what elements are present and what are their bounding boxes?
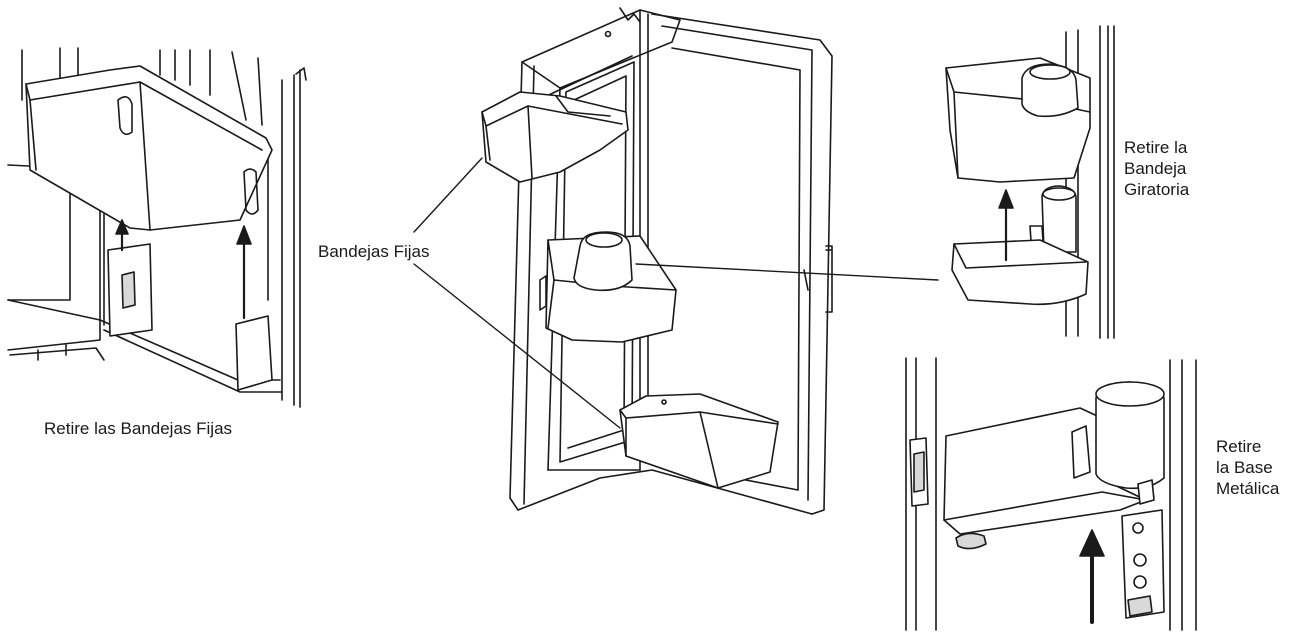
rotating-tray bbox=[945, 57, 1091, 183]
fixed-bin-bottom bbox=[619, 393, 779, 489]
door-edge-rails-lower bbox=[905, 357, 1197, 631]
lift-arrow-right bbox=[236, 225, 252, 320]
label-remove-rotating-tray: Retire la Bandeja Giratoria bbox=[1124, 137, 1189, 200]
remove-fixed-bin-illustration bbox=[7, 47, 307, 408]
door-liner bbox=[21, 47, 307, 408]
lift-arrow-metal bbox=[1079, 529, 1105, 624]
label-remove-fixed-bins: Retire las Bandejas Fijas bbox=[44, 419, 233, 438]
fixed-bin-top bbox=[481, 91, 629, 183]
label-remove-metal-base: Retire la Base Metálica bbox=[1216, 436, 1279, 499]
hinge-plate bbox=[1121, 479, 1165, 619]
lift-arrow-rotating bbox=[998, 189, 1014, 262]
rotating-bin-middle bbox=[539, 231, 677, 343]
remove-rotating-tray-illustration bbox=[945, 25, 1115, 339]
lift-arrow-left bbox=[115, 219, 129, 252]
remove-metal-base-illustration bbox=[905, 357, 1197, 631]
bin-cleat bbox=[107, 243, 273, 391]
label-line: la Base bbox=[1216, 458, 1273, 477]
leader-lines bbox=[413, 157, 939, 429]
base-post bbox=[1071, 381, 1165, 490]
label-line: Bandeja bbox=[1124, 159, 1187, 178]
rotating-tray-base bbox=[951, 185, 1089, 306]
label-line: Metálica bbox=[1216, 479, 1280, 498]
fixed-bin-upper bbox=[25, 65, 273, 231]
label-line: Retire bbox=[1216, 437, 1262, 456]
label-line: Retire la bbox=[1124, 138, 1188, 157]
label-fixed-bins: Bandejas Fijas bbox=[318, 242, 430, 261]
label-line: Giratoria bbox=[1124, 180, 1190, 199]
open-refrigerator-door bbox=[413, 7, 939, 515]
